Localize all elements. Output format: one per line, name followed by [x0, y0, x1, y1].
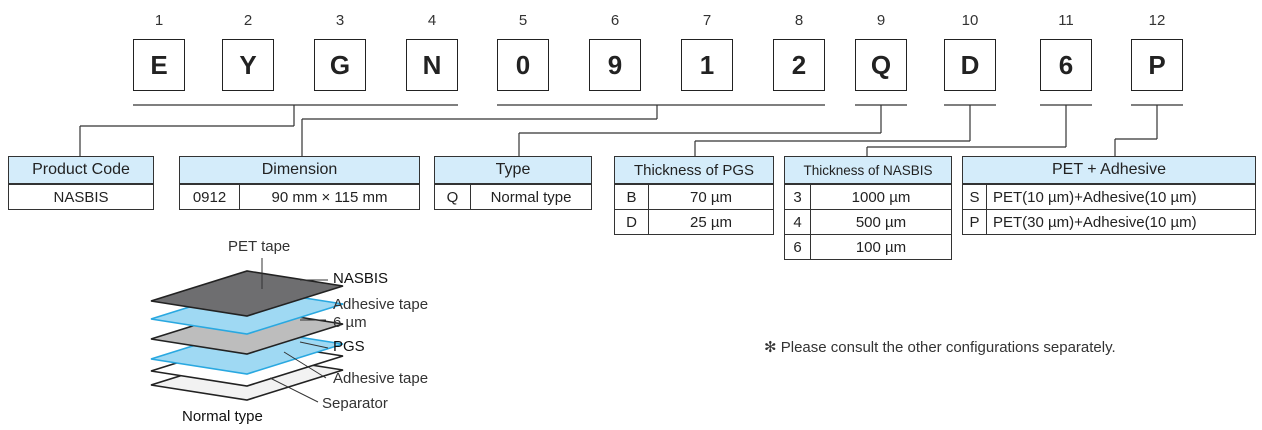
configuration-note: ✻ Please consult the other configuration…	[764, 339, 1116, 356]
code-char-box: 1	[681, 39, 733, 91]
code-char-box: 2	[773, 39, 825, 91]
thickness-nasbis-code: 3	[784, 184, 811, 210]
thickness-pgs-table: B 70 µm D 25 µm	[614, 184, 774, 235]
pet-adhesive-table: S PET(10 µm)+Adhesive(10 µm) P PET(30 µm…	[962, 184, 1256, 235]
thickness-pgs-header: Thickness of PGS	[614, 156, 774, 184]
thickness-pgs-code: B	[614, 184, 649, 210]
code-char-box: G	[314, 39, 366, 91]
code-char-box: 0	[497, 39, 549, 91]
pet-adhesive-value: PET(10 µm)+Adhesive(10 µm)	[986, 184, 1256, 210]
adhesive-tape-thickness-label: 6 µm	[333, 314, 367, 331]
type-code: Q	[434, 184, 471, 210]
thickness-nasbis-header: Thickness of NASBIS	[784, 156, 952, 184]
pet-tape-label: PET tape	[228, 238, 291, 255]
pet-adhesive-value: PET(30 µm)+Adhesive(10 µm)	[986, 209, 1256, 235]
position-number: 1	[154, 12, 164, 29]
code-char-box: E	[133, 39, 185, 91]
position-number: 3	[335, 12, 345, 29]
thickness-nasbis-value: 1000 µm	[810, 184, 952, 210]
product-code-value: NASBIS	[8, 184, 154, 210]
thickness-pgs-value: 70 µm	[648, 184, 774, 210]
product-code-header: Product Code	[8, 156, 154, 184]
dimension-code: 0912	[179, 184, 240, 210]
position-number: 7	[702, 12, 712, 29]
code-char-box: 9	[589, 39, 641, 91]
code-char-box: 6	[1040, 39, 1092, 91]
position-number: 10	[961, 12, 979, 29]
type-table: Q Normal type	[434, 184, 592, 210]
position-number: 2	[243, 12, 253, 29]
code-char-box: N	[406, 39, 458, 91]
pet-tape-layer	[150, 270, 344, 317]
pet-adhesive-code: S	[962, 184, 987, 210]
thickness-pgs-code: D	[614, 209, 649, 235]
type-value: Normal type	[470, 184, 592, 210]
pgs-label: PGS	[333, 338, 365, 355]
code-char-box: D	[944, 39, 996, 91]
thickness-nasbis-table: 3 1000 µm 4 500 µm 6 100 µm	[784, 184, 952, 260]
thickness-nasbis-code: 6	[784, 234, 811, 260]
adhesive-tape-top-label: Adhesive tape	[333, 296, 429, 313]
dimension-value: 90 mm × 115 mm	[239, 184, 420, 210]
pet-adhesive-code: P	[962, 209, 987, 235]
position-number: 5	[518, 12, 528, 29]
product-code-table: NASBIS	[8, 184, 154, 210]
code-char-box: Y	[222, 39, 274, 91]
thickness-nasbis-value: 500 µm	[810, 209, 952, 235]
position-number: 6	[610, 12, 620, 29]
separator-label: Separator	[322, 395, 388, 412]
thickness-pgs-value: 25 µm	[648, 209, 774, 235]
type-header: Type	[434, 156, 592, 184]
position-number: 4	[427, 12, 437, 29]
code-char-box: P	[1131, 39, 1183, 91]
position-number: 11	[1058, 12, 1074, 29]
thickness-nasbis-code: 4	[784, 209, 811, 235]
position-number: 9	[876, 12, 886, 29]
normal-type-caption: Normal type	[182, 408, 263, 425]
dimension-table: 0912 90 mm × 115 mm	[179, 184, 420, 210]
dimension-header: Dimension	[179, 156, 420, 184]
adhesive-tape-bottom-label: Adhesive tape	[333, 370, 429, 387]
position-number: 12	[1148, 12, 1166, 29]
thickness-nasbis-value: 100 µm	[810, 234, 952, 260]
nasbis-label: NASBIS	[333, 270, 389, 287]
position-number: 8	[794, 12, 804, 29]
code-char-box: Q	[855, 39, 907, 91]
pet-adhesive-header: PET + Adhesive	[962, 156, 1256, 184]
